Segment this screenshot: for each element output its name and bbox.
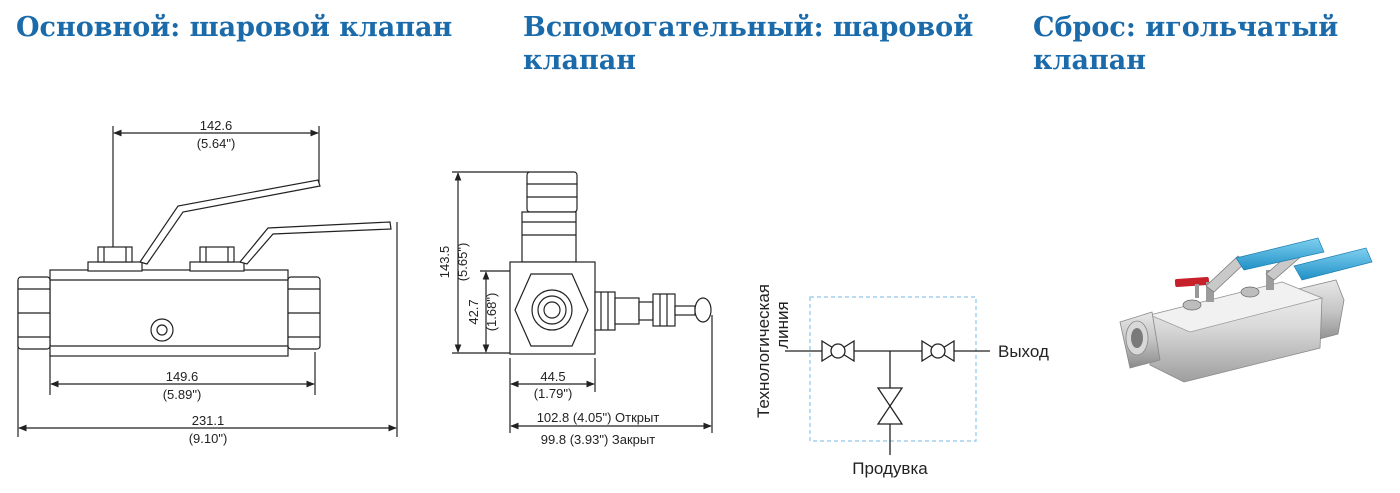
heading-vent-valve: Сброс: игольчатый клапан	[1033, 12, 1339, 76]
label-outlet: Выход	[998, 342, 1049, 361]
dim-height: 143.5	[437, 246, 452, 279]
primary-valve-drawing	[17, 126, 398, 437]
dim-open-length: 102.8 (4.05") Открыт	[537, 410, 660, 425]
dim-handle-span: 142.6	[200, 118, 233, 133]
label-vent: Продувка	[852, 459, 928, 478]
manifold-outline	[809, 296, 977, 442]
valve-symbol-vent	[876, 387, 904, 408]
dim-body-length: 149.6	[166, 369, 199, 384]
dim-height-in: (5.65")	[455, 243, 470, 282]
valve-symbol-secondary	[921, 339, 940, 363]
dim-total-length: 231.1	[192, 413, 225, 428]
secondary-valve-dimensions: 143.5 (5.65") 42.7 (1.68") 44.5 (1.79") …	[437, 243, 659, 447]
dim-port-height-in: (1.68")	[484, 293, 499, 332]
flow-schematic: Технологическая линия Выход Продувка	[754, 284, 1049, 478]
label-process-line-2: линия	[773, 301, 792, 349]
dim-closed-length: 99.8 (3.93") Закрыт	[541, 432, 655, 447]
primary-valve-dimensions: 142.6 (5.64") 149.6 (5.89") 231.1 (9.10"…	[163, 118, 236, 446]
valve-symbol-primary	[821, 339, 840, 363]
dim-handle-span-in: (5.64")	[197, 136, 236, 151]
dim-body-width-in: (1.79")	[534, 386, 573, 401]
secondary-valve-drawing	[452, 171, 713, 433]
dim-body-width: 44.5	[540, 369, 565, 384]
dim-body-length-in: (5.89")	[163, 387, 202, 402]
heading-primary-valve: Основной: шаровой клапан	[16, 12, 453, 43]
dim-total-length-in: (9.10")	[189, 431, 228, 446]
label-process-line: Технологическая	[754, 284, 773, 418]
heading-secondary-valve: Вспомогательный: шаровой клапан	[523, 12, 974, 76]
dim-port-height: 42.7	[466, 299, 481, 324]
valve-product-image	[1119, 237, 1373, 383]
